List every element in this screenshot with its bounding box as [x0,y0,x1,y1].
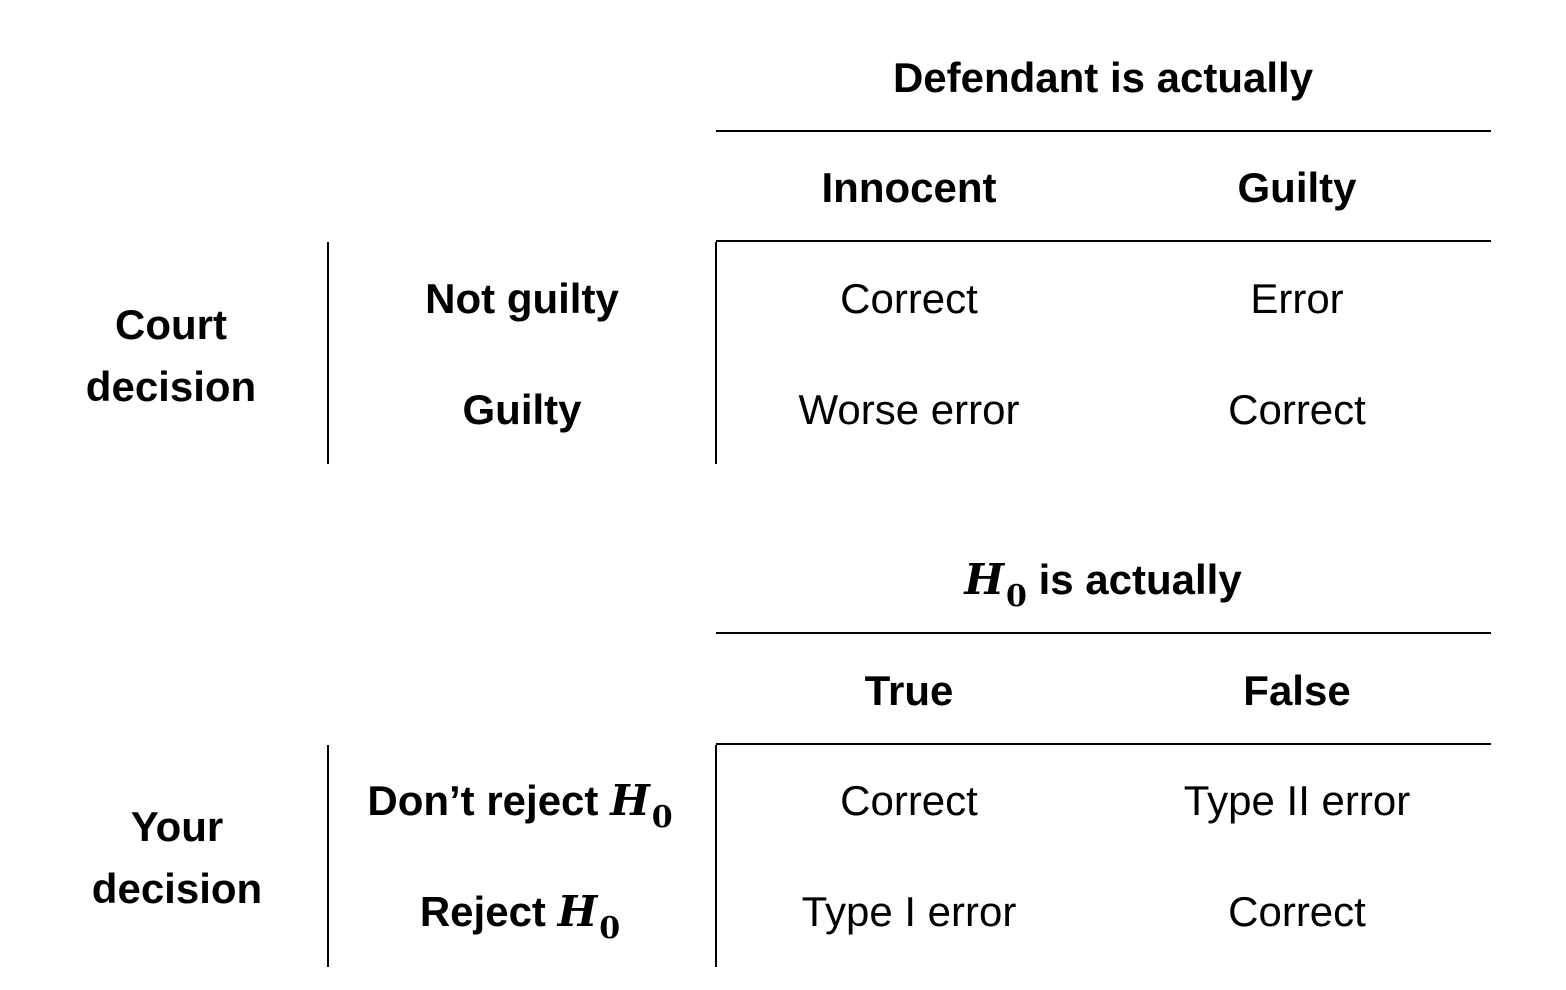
row-group-title: Your decision [92,796,262,920]
row-group-title-line-2: decision [85,363,257,410]
cell-not-guilty-innocent: Correct [840,275,978,322]
h-subscript: 0 [599,911,621,946]
row-header-guilty: Guilty [462,386,582,433]
h-symbol: H [964,555,1005,604]
header-rule [716,743,1491,745]
column-group-suffix: is actually [1038,556,1242,603]
column-group-title: Defendant is actually [892,54,1314,101]
header-rule [716,240,1491,242]
column-group-rule [716,632,1491,634]
row-group-title-line-1: Court [115,301,227,348]
h-symbol: H [610,776,650,825]
cell-guilty-innocent: Worse error [798,386,1020,433]
cell-reject-false: Correct [1228,888,1366,935]
row-header-text: Reject [419,888,546,935]
row-group-divider [327,745,329,967]
cell-reject-true: Type I error [801,888,1017,935]
h-subscript: 0 [1006,579,1027,614]
row-header-not-guilty: Not guilty [425,275,619,322]
column-group-title: H0 is actually [964,556,1242,612]
column-header-true: True [864,667,954,714]
column-group-rule [716,130,1491,132]
row-group-title-line-1: Your [130,803,224,850]
body-divider [715,242,717,464]
row-group-title-line-2: decision [91,865,263,912]
column-header-guilty: Guilty [1237,164,1357,211]
row-group-divider [327,242,329,464]
h-subscript: 0 [651,800,673,835]
cell-guilty-guilty: Correct [1228,386,1366,433]
row-group-title: Court decision [86,294,256,418]
h-symbol: H [557,887,598,936]
body-divider [715,745,717,967]
cell-dont-reject-false: Type II error [1183,777,1411,824]
column-header-innocent: Innocent [821,164,997,211]
column-header-false: False [1243,667,1351,714]
row-header-text: Don’t reject [367,777,599,824]
row-header-dont-reject: Don’t reject H0 [367,777,672,833]
cell-not-guilty-guilty: Error [1250,275,1344,322]
row-header-reject: Reject H0 [419,888,620,944]
cell-dont-reject-true: Correct [840,777,978,824]
